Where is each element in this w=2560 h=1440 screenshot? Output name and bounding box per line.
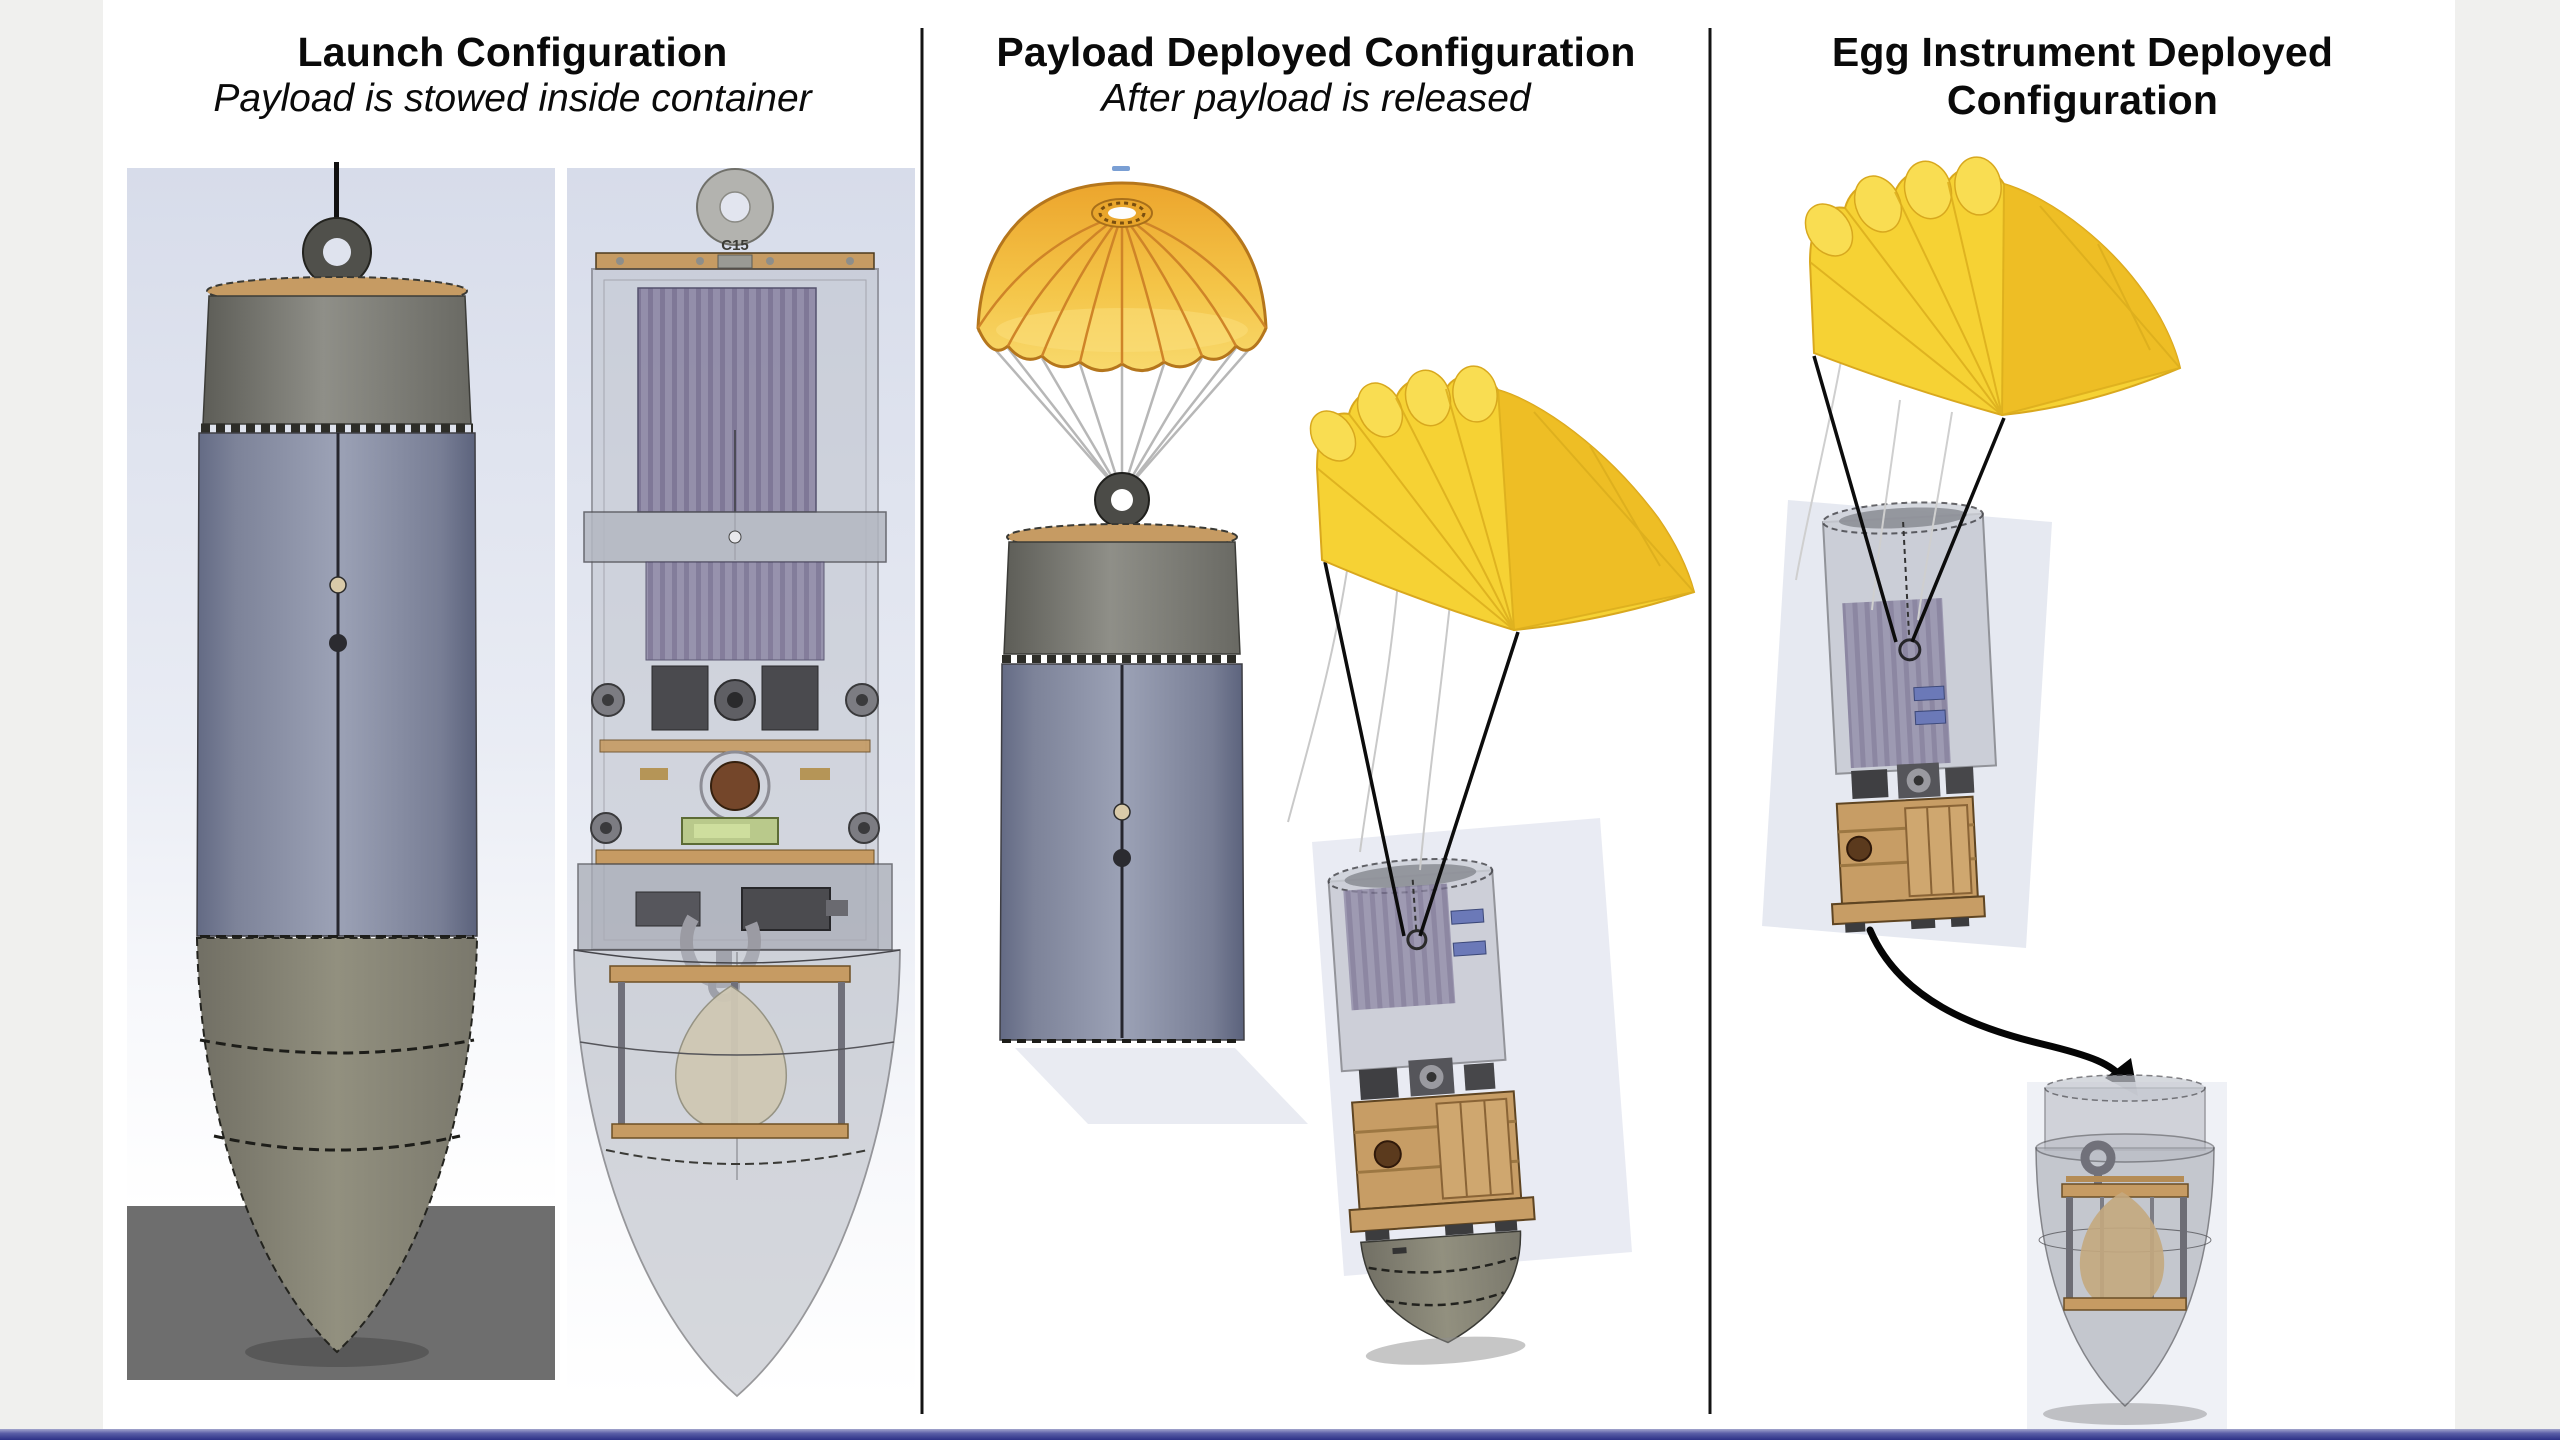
- eyebolt-icon: C15: [696, 168, 774, 254]
- base-flange: [1830, 895, 1986, 926]
- egg-cage: [2061, 1176, 2189, 1311]
- connector-2: [1914, 709, 1947, 726]
- bay-port: [1373, 1140, 1402, 1169]
- canopy-gores: [976, 212, 1268, 364]
- page-margin-right: [2455, 0, 2560, 1440]
- panel-payload-deployed-artwork: [976, 166, 1696, 1365]
- antenna-rod: [334, 162, 339, 220]
- collar-pin: [728, 530, 742, 544]
- parafoil-cell-lobes: [1804, 156, 2002, 257]
- capsule-shadow: [2043, 1403, 2207, 1425]
- body-port-dark: [1113, 849, 1131, 867]
- body-port-dark: [329, 634, 347, 652]
- released-payload-stack: [1327, 858, 1536, 1365]
- payload-shadow: [1365, 1336, 1526, 1365]
- panel-launch-subtitle: Payload is stowed inside container: [213, 77, 812, 121]
- release-mechanism: [590, 665, 880, 865]
- upper-section: [202, 295, 472, 425]
- container-shadow: [1015, 1048, 1308, 1124]
- panel-launch-title: Launch Configuration: [297, 29, 728, 75]
- nose-seam-line-1: [199, 1038, 475, 1055]
- servo-deck: [1851, 762, 1975, 800]
- electronics-bay: [1348, 1090, 1536, 1241]
- parafoil-kite: [1309, 365, 1696, 632]
- instrument-block: [1343, 883, 1456, 1011]
- connector-1: [1913, 685, 1945, 702]
- egg-instrument-capsule: [2027, 1074, 2227, 1430]
- parafoil-fold-lines: [1316, 388, 1695, 631]
- panel-payload-deployed-subtitle: After payload is released: [1101, 77, 1531, 121]
- parafoil-cell-lobes: [1309, 365, 1498, 462]
- panel-payload-deployed-title: Payload Deployed Configuration: [996, 29, 1636, 75]
- launch-container-exterior-view: [127, 162, 555, 1380]
- eyebolt-icon: [1094, 472, 1150, 528]
- page-margin-left: [0, 0, 103, 1440]
- release-arrow: [1866, 926, 2138, 1096]
- electronics-bay: [1830, 795, 1986, 933]
- egg-cage-bottom-bar: [611, 1123, 849, 1139]
- parafoil-bridle-lines: [1795, 309, 2006, 643]
- nose-cone: [195, 937, 479, 1354]
- servo-deck: [1358, 1057, 1496, 1100]
- apex-vent-hole: [1108, 207, 1136, 219]
- parafoil-fold-lines: [1809, 181, 2181, 416]
- bottom-accent-bar: [0, 1429, 2560, 1440]
- panel-egg-deployed-title: Egg Instrument Deployed Configuration: [1831, 29, 2334, 124]
- instrument-block: [1842, 598, 1951, 769]
- bridle-attachment-ring: [1406, 929, 1428, 951]
- panel-egg-deployed-title-block: Egg Instrument Deployed Configuration: [1710, 28, 2455, 125]
- body-port-light: [329, 576, 347, 594]
- panel-egg-deployed-artwork: [1762, 156, 2227, 1430]
- panel-launch-title-block: Launch Configuration Payload is stowed i…: [103, 28, 922, 122]
- upper-section: [1003, 541, 1241, 655]
- bay-port: [1846, 835, 1873, 862]
- panel-launch-artwork: C15: [127, 162, 915, 1398]
- base-flange: [1348, 1196, 1536, 1234]
- nose-seam-line-2: [213, 1134, 461, 1152]
- bridle-attachment-ring: [1898, 638, 1922, 662]
- body-port-light: [1113, 803, 1131, 821]
- payload-stack-open: [1821, 501, 1998, 933]
- egg-instrument: [2079, 1192, 2165, 1308]
- descending-container: [999, 472, 1308, 1124]
- nose-cone: [1360, 1230, 1522, 1344]
- connector-2: [1452, 940, 1487, 957]
- cursor-dash-artifact: [1112, 166, 1130, 171]
- round-parachute: [976, 181, 1268, 495]
- lid-latch: [717, 254, 753, 269]
- bearing-hub: [710, 761, 760, 811]
- panel-payload-deployed-title-block: Payload Deployed Configuration After pay…: [922, 28, 1710, 122]
- eyebolt-stamp-label: C15: [721, 237, 749, 254]
- connector-1: [1450, 908, 1485, 925]
- parafoil-shaded-panel: [2002, 184, 2180, 415]
- parafoil-shaded-panel: [1498, 390, 1694, 630]
- parafoil-kite: [1804, 156, 2182, 417]
- stowed-pack-lower: [645, 561, 825, 661]
- launch-container-transparent-view: C15: [567, 168, 915, 1398]
- eyebolt-icon: [302, 217, 372, 287]
- shroud-lines: [977, 329, 1267, 495]
- stowed-parachute-pack: [637, 287, 817, 513]
- egg-cage-top-bar: [609, 965, 851, 983]
